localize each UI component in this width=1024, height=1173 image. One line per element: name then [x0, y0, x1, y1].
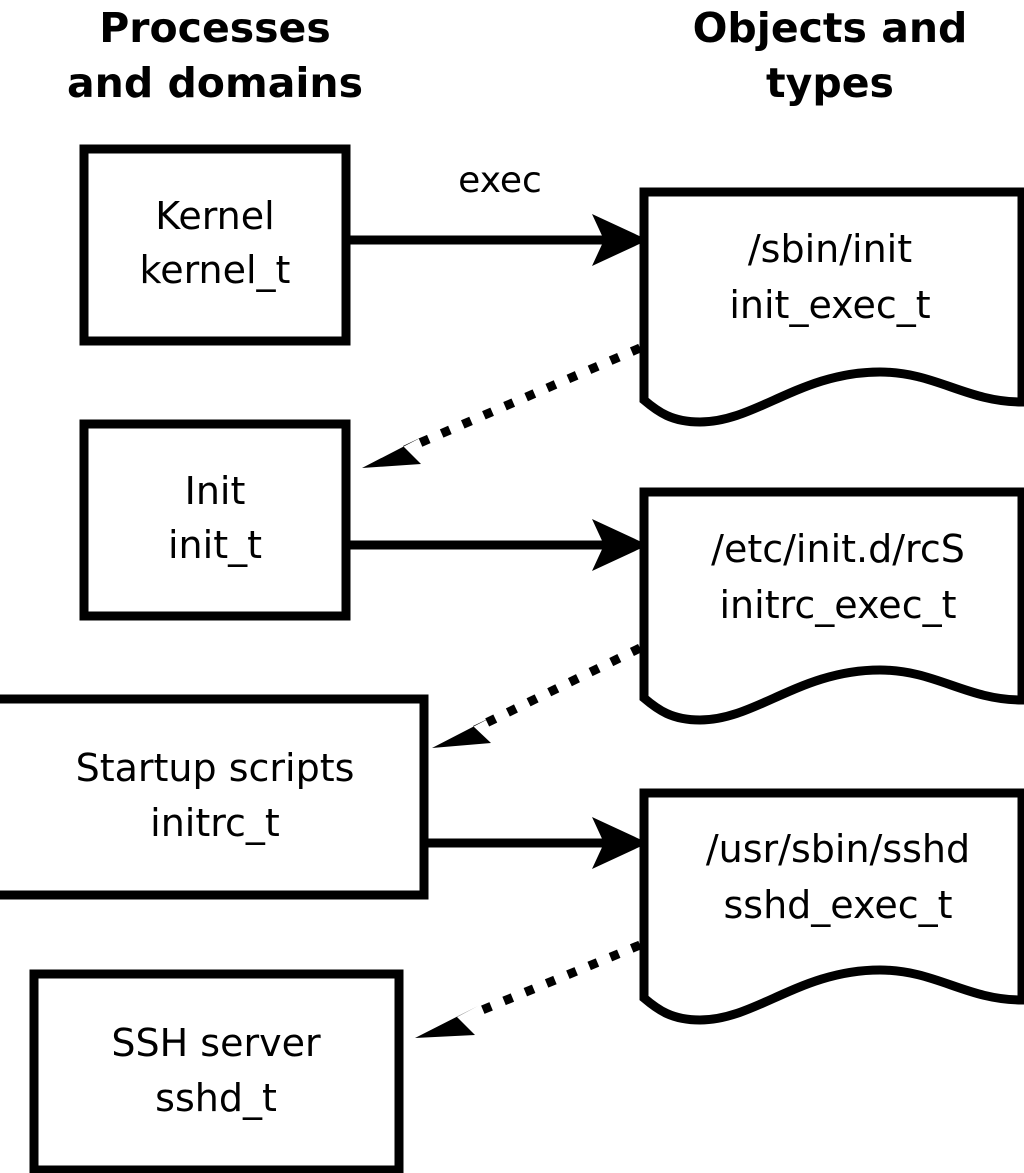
edge-line	[480, 643, 642, 730]
edge-sshd-exec-transition-sshd	[415, 940, 642, 1038]
arrow-head-icon	[432, 716, 494, 748]
node-startup-scripts-type: initrc_t	[150, 801, 280, 845]
edge-kernel-exec-init-exec: exec	[350, 160, 648, 266]
node-ssh-server[interactable]: SSH server sshd_t	[29, 969, 404, 1173]
node-initrc-exec[interactable]: /etc/init.d/rcS initrc_exec_t	[639, 487, 1024, 725]
edge-init-exec-transition-init	[362, 343, 642, 468]
edge-line	[468, 940, 642, 1020]
arrow-head-icon	[415, 1006, 478, 1038]
node-startup-scripts-name: Startup scripts	[76, 746, 355, 790]
node-kernel-box[interactable]	[79, 144, 351, 346]
node-initrc-exec-type: initrc_exec_t	[720, 583, 957, 627]
node-ssh-server-name: SSH server	[111, 1021, 321, 1065]
node-sshd-exec[interactable]: /usr/sbin/sshd sshd_exec_t	[639, 788, 1024, 1025]
node-sshd-exec-document-shape[interactable]	[639, 788, 1024, 1025]
arrow-head-icon	[362, 436, 424, 468]
arrow-head-icon	[592, 214, 648, 266]
edge-init-exec-initrc-exec	[350, 519, 648, 571]
node-init-exec[interactable]: /sbin/init init_exec_t	[639, 187, 1024, 427]
node-kernel-name: Kernel	[155, 194, 274, 238]
node-init-exec-type: init_exec_t	[729, 283, 930, 327]
node-startup-scripts[interactable]: Startup scripts initrc_t	[0, 694, 429, 900]
arrow-head-icon	[592, 519, 648, 571]
node-init-exec-document-shape[interactable]	[639, 187, 1024, 427]
column-header-processes: Processes and domains	[67, 4, 363, 107]
node-ssh-server-box[interactable]	[29, 969, 404, 1173]
node-startup-scripts-box[interactable]	[0, 694, 429, 900]
node-kernel[interactable]: Kernel kernel_t	[79, 144, 351, 346]
column-header-objects-line2: types	[766, 59, 894, 107]
node-init[interactable]: Init init_t	[79, 419, 351, 621]
edge-initrc-exec-sshd-exec	[428, 817, 648, 869]
node-init-box[interactable]	[79, 419, 351, 621]
column-header-processes-line2: and domains	[67, 59, 363, 107]
edge-label-exec: exec	[458, 160, 542, 201]
node-init-type: init_t	[168, 523, 262, 567]
column-header-objects-line1: Objects and	[693, 4, 968, 52]
arrow-head-icon	[592, 817, 648, 869]
node-init-name: Init	[185, 469, 246, 513]
node-ssh-server-type: sshd_t	[155, 1076, 277, 1120]
column-header-processes-line1: Processes	[99, 4, 331, 52]
edge-line	[406, 343, 642, 453]
node-sshd-exec-type: sshd_exec_t	[723, 883, 952, 927]
node-init-exec-path: /sbin/init	[748, 227, 912, 271]
node-initrc-exec-path: /etc/init.d/rcS	[711, 527, 965, 571]
edge-initrc-exec-transition-initrc	[432, 643, 642, 748]
node-sshd-exec-path: /usr/sbin/sshd	[706, 827, 970, 871]
node-kernel-type: kernel_t	[140, 248, 291, 292]
column-header-objects: Objects and types	[693, 4, 968, 107]
node-initrc-exec-document-shape[interactable]	[639, 487, 1024, 725]
